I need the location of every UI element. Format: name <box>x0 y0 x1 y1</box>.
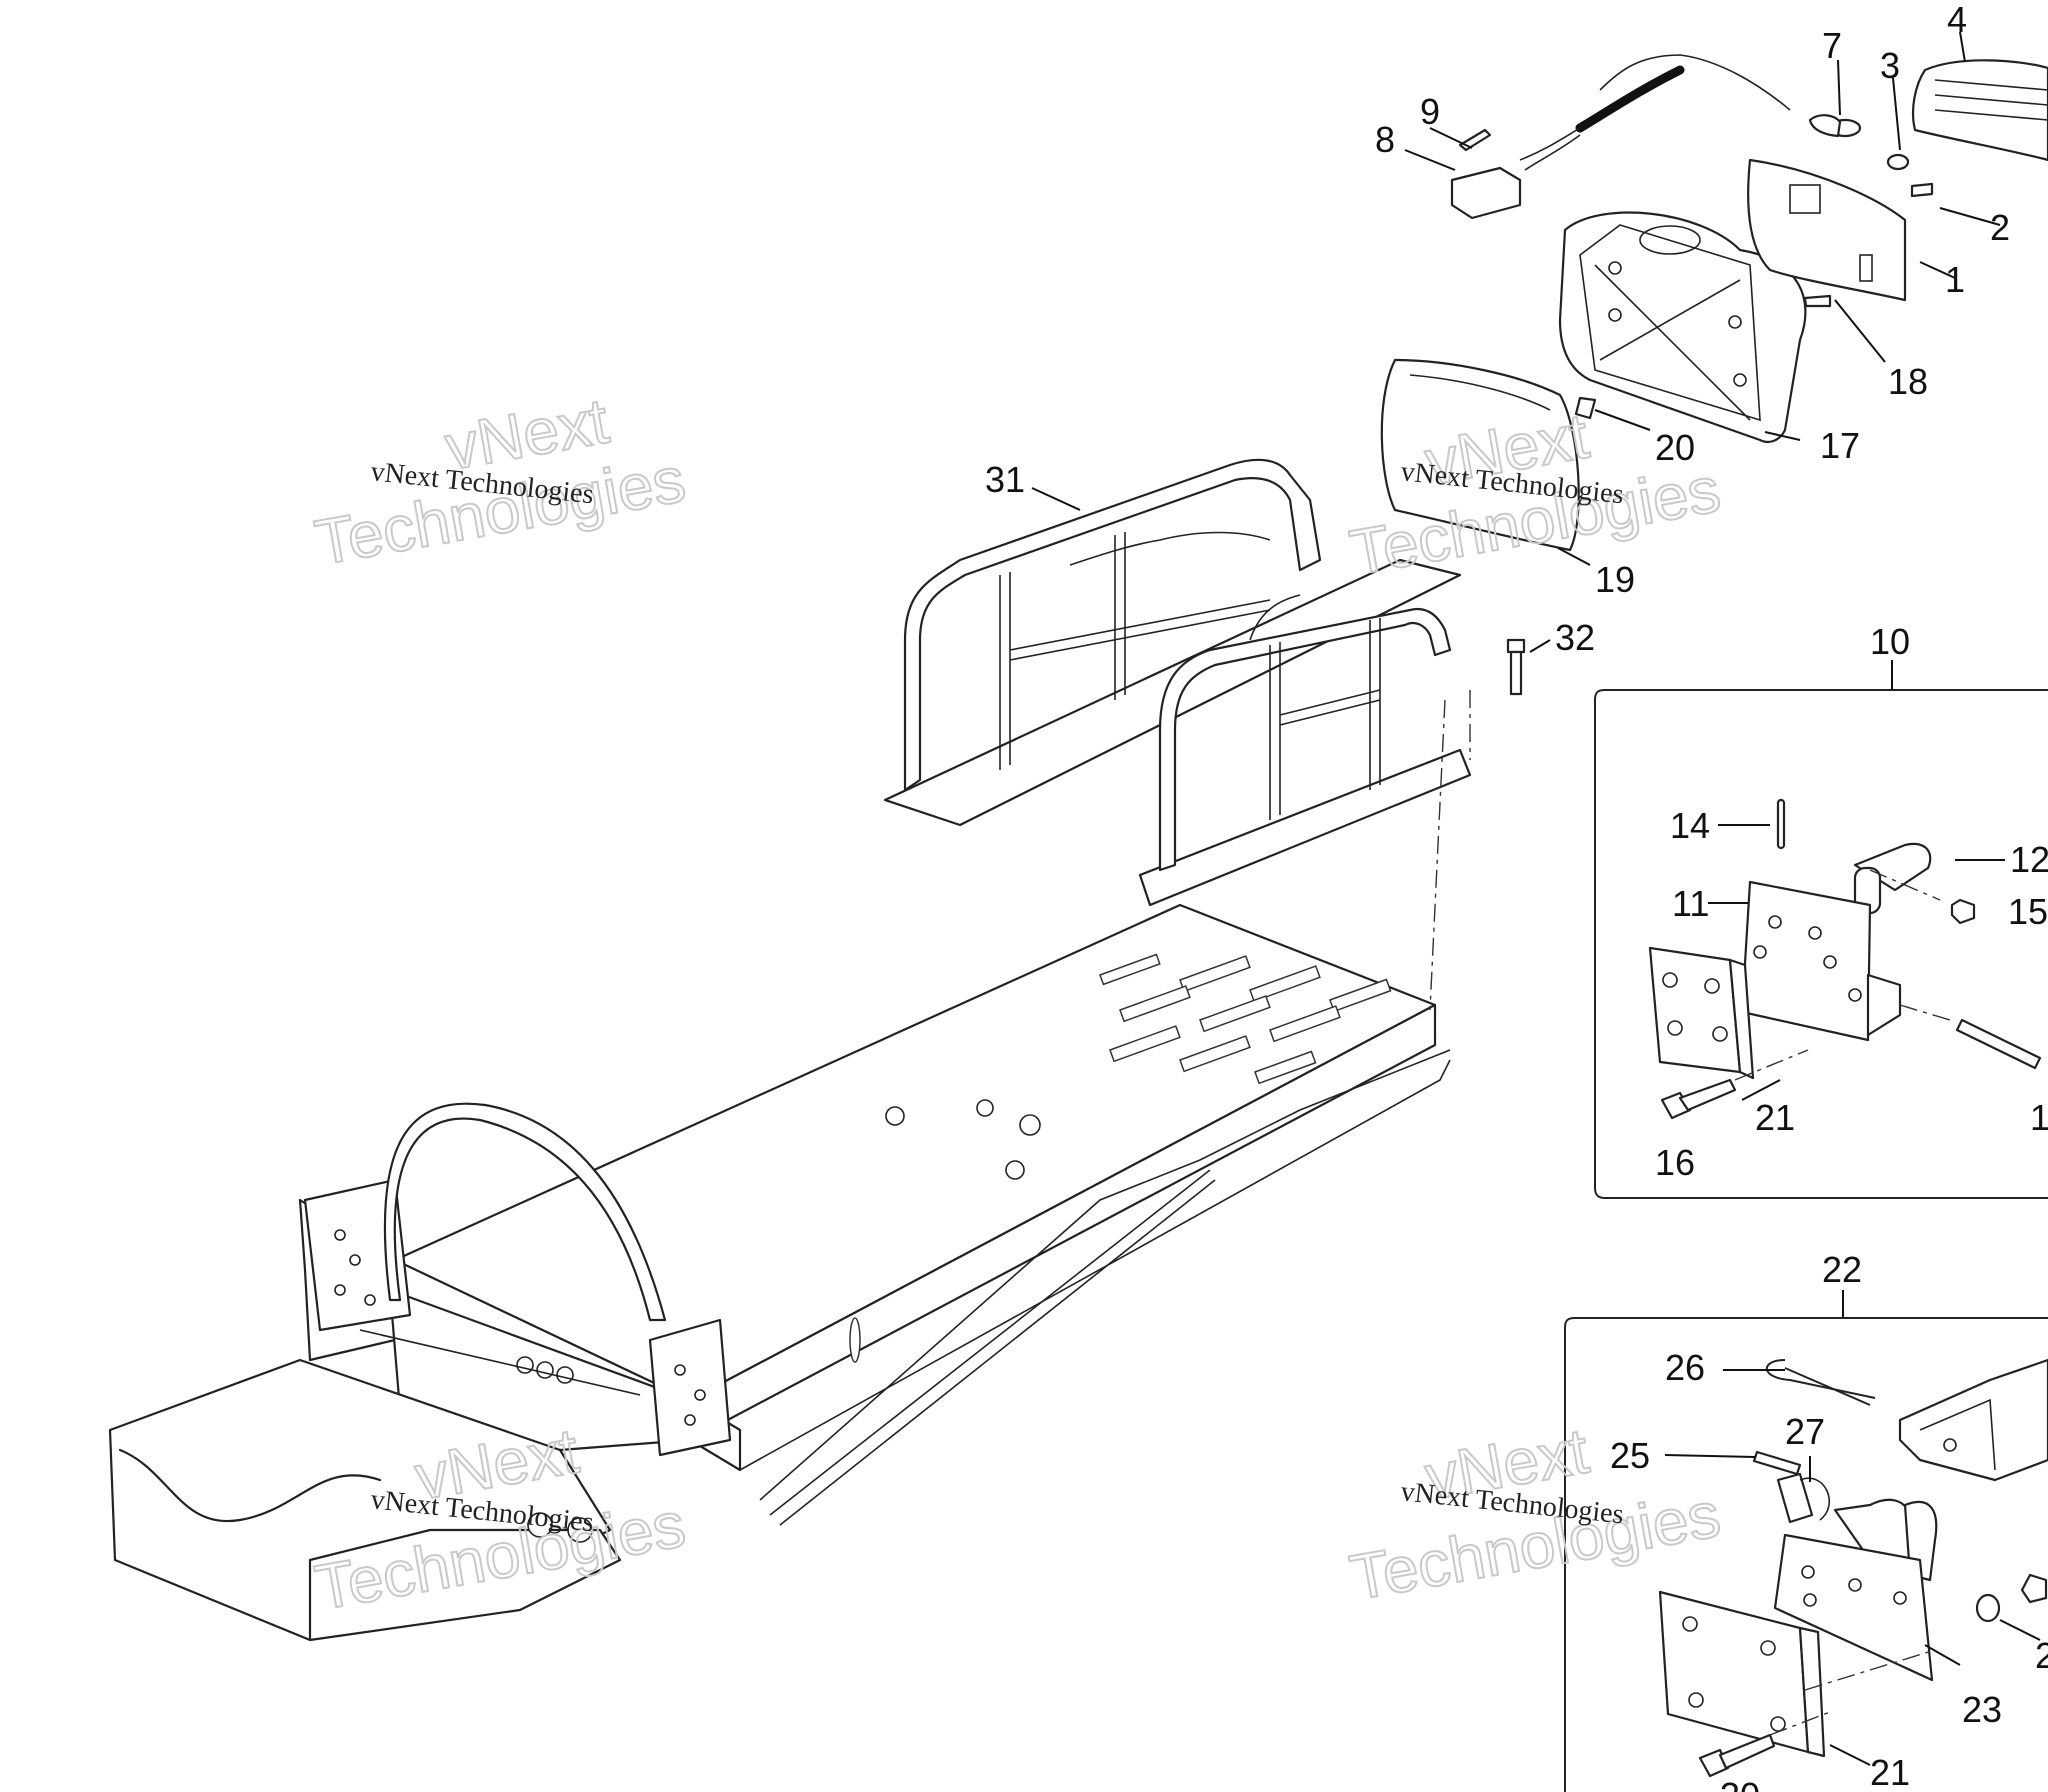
callout-32: 32 <box>1555 617 1595 658</box>
callout-2: 2 <box>1990 207 2010 248</box>
callout-13: 1 <box>2030 1097 2048 1138</box>
callout-3: 3 <box>1880 45 1900 86</box>
callout-10: 10 <box>1870 621 1910 662</box>
callout-19: 19 <box>1595 559 1635 600</box>
tail-light-assembly <box>1380 54 2048 552</box>
watermark-top-left: vNext Technologies vNext Technologies <box>309 383 691 579</box>
callout-23: 23 <box>1962 1689 2002 1730</box>
bolt-32 <box>1506 638 1526 696</box>
callout-26: 26 <box>1665 1347 1705 1388</box>
callout-22: 22 <box>1822 1249 1862 1290</box>
leader-lines <box>1031 31 2041 1766</box>
callout-4: 4 <box>1947 0 1967 40</box>
callout-20: 20 <box>1655 427 1695 468</box>
watermark-bottom-right: vNext Technologies vNext Technologies <box>1344 1413 1726 1614</box>
callout-25: 25 <box>1610 1435 1650 1476</box>
callout-27: 27 <box>1785 1411 1825 1452</box>
callout-24: 2 <box>2035 1635 2048 1676</box>
callout-12: 12 <box>2010 839 2048 880</box>
callout-30: 30 <box>1720 1775 1760 1792</box>
callout-7: 7 <box>1822 25 1842 66</box>
callout-labels: 4 7 3 9 8 2 1 18 20 17 19 31 32 10 14 12… <box>985 0 2048 1792</box>
callout-1: 1 <box>1945 259 1965 300</box>
callout-17: 17 <box>1820 425 1860 466</box>
callout-8: 8 <box>1375 119 1395 160</box>
callout-9: 9 <box>1420 91 1440 132</box>
rear-rack <box>883 458 1472 907</box>
callout-14: 14 <box>1670 805 1710 846</box>
callout-16: 16 <box>1655 1142 1695 1183</box>
callout-15: 15 <box>2008 891 2048 932</box>
chassis-frame <box>108 903 1451 1642</box>
callout-21b: 21 <box>1870 1752 1910 1792</box>
guide-line <box>1429 699 1446 1011</box>
callout-31: 31 <box>985 459 1025 500</box>
callout-18: 18 <box>1888 361 1928 402</box>
detail-box-10 <box>1594 660 2048 1199</box>
callout-11: 11 <box>1672 883 1709 924</box>
callout-21a: 21 <box>1755 1097 1795 1138</box>
detail-box-22 <box>1564 1290 2048 1792</box>
